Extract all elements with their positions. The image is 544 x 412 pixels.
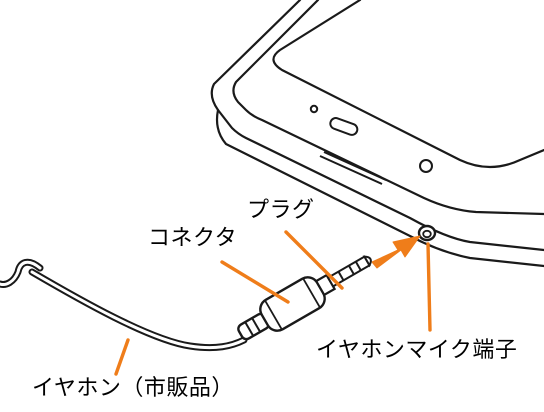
phone-display <box>272 0 544 169</box>
label-connector: コネクタ <box>148 226 238 251</box>
earphone-jack-port <box>417 224 437 242</box>
phone-bottom-edge <box>215 108 544 268</box>
smartphone-illustration <box>210 0 544 268</box>
leader-connector <box>220 260 290 304</box>
label-earphone-jack: イヤホンマイク端子 <box>316 338 518 363</box>
plug-pin <box>326 255 372 288</box>
insert-direction-arrow <box>371 235 421 269</box>
leader-plug <box>284 230 344 290</box>
leader-lines <box>114 230 432 376</box>
home-button-icon <box>419 159 433 173</box>
phone-bezel <box>232 0 544 216</box>
front-camera-icon <box>309 104 319 114</box>
speaker-grille <box>319 151 387 185</box>
leader-earphone <box>114 338 130 376</box>
earphone-cable <box>0 258 248 352</box>
phone-body-outline <box>210 0 544 252</box>
leader-jack <box>426 242 432 332</box>
speaker-slot-icon <box>329 117 359 136</box>
label-plug: プラグ <box>247 198 315 223</box>
label-earphone: イヤホン（市販品） <box>32 376 234 401</box>
earphone-connector <box>237 255 372 341</box>
